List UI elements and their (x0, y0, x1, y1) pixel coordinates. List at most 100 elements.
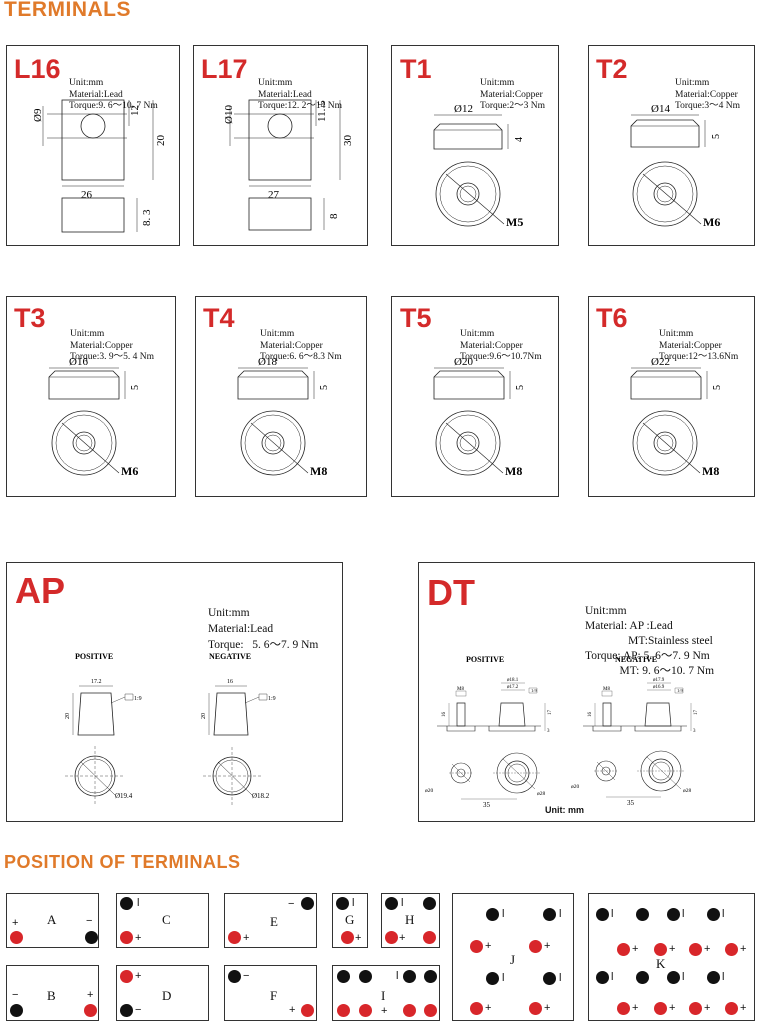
post-height-label: 5 (130, 385, 141, 390)
ap-terminal-drawing: POSITIVE NEGATIVE 17.2 20 1:9 Ø19.4 16 2… (65, 652, 276, 806)
plus-sign: + (381, 1005, 388, 1017)
position-of-terminals-title: POSITION OF TERMINALS (4, 852, 241, 872)
minus-sign: l (722, 971, 725, 983)
positive-terminal-dot (423, 931, 436, 944)
negative-terminal-dot (667, 971, 680, 984)
svg-text:17.2: 17.2 (91, 679, 102, 685)
terminal-name: T5 (400, 303, 432, 333)
post-height-label: 5 (711, 134, 722, 139)
svg-text:1:9: 1:9 (677, 688, 684, 693)
minus-sign: l (559, 972, 562, 984)
width-dim-label: 26 (81, 189, 93, 201)
negative-terminal-dot (543, 972, 556, 985)
negative-terminal-dot (359, 970, 372, 983)
thread-label: M8 (505, 464, 522, 478)
positive-terminal-dot (403, 1004, 416, 1017)
negative-terminal-dot (423, 897, 436, 910)
negative-terminal-dot (403, 970, 416, 983)
post-height-label: 5 (319, 385, 330, 390)
negative-terminal-dot (120, 1004, 133, 1017)
hole-diameter-label: Ø9 (32, 108, 44, 122)
positive-terminal-dot (529, 1002, 542, 1015)
positive-terminal-dot (359, 1004, 372, 1017)
svg-text:Ø19.4: Ø19.4 (115, 792, 133, 800)
lug-terminal-drawing: Ø10 11. 5 30 27 8 (223, 99, 354, 231)
position-box-e: E − + (224, 893, 317, 948)
position-letter: G (345, 912, 355, 927)
minus-sign: l (722, 908, 725, 920)
terminal-name: T1 (400, 54, 432, 84)
positive-terminal-dot (337, 1004, 350, 1017)
svg-text:3: 3 (693, 729, 696, 734)
post-terminal-drawing: Ø14 5 M6 (630, 103, 722, 229)
negative-terminal-dot (596, 908, 609, 921)
unit-note: Unit: mm (545, 805, 584, 815)
terminal-name: T3 (14, 303, 46, 333)
negative-terminal-dot (596, 971, 609, 984)
negative-label: NEGATIVE (615, 655, 657, 664)
width-dim-label: 27 (268, 189, 280, 201)
post-terminal-drawing: Ø12 4 M5 (433, 103, 525, 229)
svg-text:20: 20 (65, 713, 71, 719)
minus-sign: − (86, 915, 93, 927)
terminal-name: AP (15, 570, 66, 611)
svg-text:ø17.9: ø17.9 (653, 678, 665, 683)
positive-terminal-dot (84, 1004, 97, 1017)
post-height-label: 5 (515, 385, 526, 390)
svg-text:ø20: ø20 (571, 784, 580, 790)
svg-text:20: 20 (201, 713, 207, 719)
plus-sign: + (544, 1002, 551, 1014)
negative-terminal-dot (707, 908, 720, 921)
position-letter: I (381, 988, 386, 1003)
positive-terminal-dot (689, 1002, 702, 1015)
minus-sign: − (243, 970, 250, 982)
positive-terminal-dot (341, 931, 354, 944)
minus-sign: l (502, 972, 505, 984)
positive-terminal-dot (424, 1004, 437, 1017)
minus-sign: l (682, 908, 685, 920)
plus-sign: + (740, 943, 747, 955)
svg-text:16: 16 (227, 679, 233, 685)
post-diameter-label: Ø18 (258, 356, 277, 368)
positive-terminal-dot (529, 940, 542, 953)
position-box-b: B − + (6, 965, 99, 1021)
plus-sign: + (544, 940, 551, 952)
minus-sign: l (352, 897, 355, 909)
positive-terminal-dot (470, 1002, 483, 1015)
minus-sign: l (682, 971, 685, 983)
negative-terminal-dot (385, 897, 398, 910)
plus-sign: + (87, 989, 94, 1001)
hole-diameter-label: Ø10 (223, 105, 235, 124)
svg-text:Ø18.2: Ø18.2 (252, 792, 270, 800)
post-terminal-drawing: Ø22 5 M8 (630, 356, 723, 478)
negative-terminal-dot (120, 897, 133, 910)
plus-sign: + (632, 1002, 639, 1014)
positive-terminal-dot (10, 931, 23, 944)
top-dim-label: 11. 5 (316, 100, 328, 122)
svg-text:17: 17 (694, 710, 699, 716)
negative-terminal-dot (10, 1004, 23, 1017)
position-box-h: H l + (381, 893, 440, 948)
positive-label: POSITIVE (75, 652, 113, 661)
position-letter: D (162, 988, 172, 1003)
minus-sign: − (135, 1004, 142, 1016)
svg-text:M8: M8 (457, 687, 464, 692)
terminal-name: L17 (201, 54, 248, 84)
thread-label: M8 (702, 464, 719, 478)
plus-sign: + (12, 917, 19, 929)
svg-text:16: 16 (442, 712, 447, 718)
negative-terminal-dot (636, 908, 649, 921)
positive-terminal-dot (385, 931, 398, 944)
terminal-name: DT (427, 572, 475, 613)
post-height-label: 4 (514, 137, 525, 142)
positive-terminal-dot (654, 1002, 667, 1015)
